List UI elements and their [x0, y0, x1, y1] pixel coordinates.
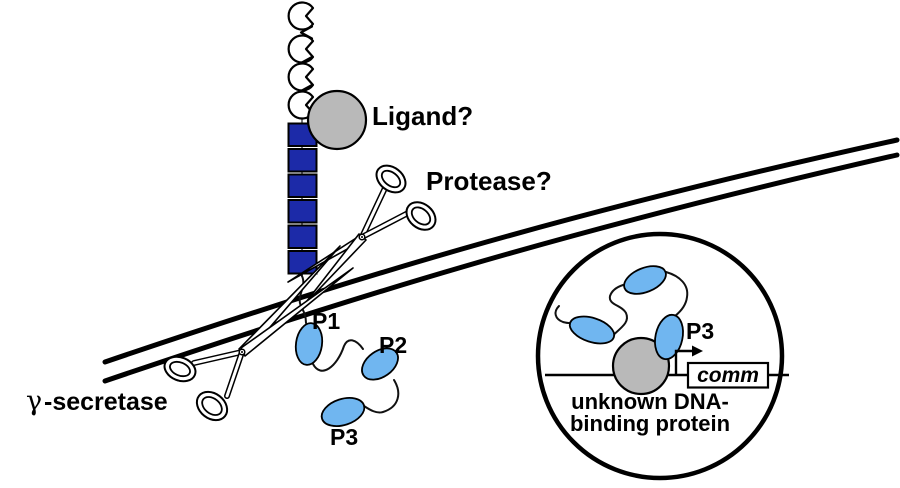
- scissors-handle-loop: [410, 206, 432, 226]
- nuclear-p3-oval: [654, 313, 684, 361]
- gene-box: [686, 361, 770, 389]
- receptor-domain-segment: [287, 224, 318, 249]
- peptide-p1-oval: [294, 322, 324, 366]
- receptor-domain-segment: [287, 148, 318, 173]
- scissors-handle-loop: [169, 360, 191, 378]
- nuclear-peptide-oval: [623, 265, 667, 295]
- peptide-p2-oval: [361, 347, 399, 381]
- egf-repeat-icon: [287, 1, 315, 31]
- egf-repeat-icon: [287, 34, 315, 64]
- receptor-domain-segment: [287, 250, 318, 275]
- scissors-handle-loop: [201, 396, 223, 416]
- p2-label: P2: [379, 332, 407, 358]
- transcription-arrowhead-icon: [692, 345, 703, 357]
- egf-repeat-icon: [287, 62, 315, 92]
- nucleus-p3-label: P3: [686, 318, 714, 344]
- peptide-linker: [363, 379, 400, 414]
- p3-label: P3: [330, 424, 358, 450]
- released-peptides: P1 P2 P3: [294, 275, 407, 450]
- peptide-linker: [665, 271, 689, 317]
- scissors-shank: [225, 350, 244, 398]
- gamma-secretase-scissors-icon: [163, 245, 354, 422]
- protease-label: Protease?: [426, 166, 552, 196]
- membrane-outer-leaflet: [102, 137, 900, 365]
- dna-binding-protein-circle: [611, 336, 671, 396]
- gamma-symbol: γ: [26, 386, 42, 417]
- peptide-p3-oval: [320, 396, 366, 428]
- scissors-pivot-dot: [361, 236, 363, 238]
- peptide-linker: [312, 339, 364, 372]
- ligand-circle: [306, 89, 368, 151]
- gamma-secretase-text: -secretase: [44, 388, 168, 416]
- nucleus-caption-line2: binding protein: [570, 411, 730, 436]
- nucleus-caption-line1: unknown DNA-: [571, 389, 729, 414]
- p1-label: P1: [312, 308, 340, 334]
- protease-scissors-icon: [287, 164, 437, 307]
- receptor-domain-segment: [287, 173, 318, 198]
- nucleus: P3 comm unknown DNA- binding protein: [535, 231, 789, 481]
- scissors-shank: [360, 210, 412, 239]
- scissors-handle-loop: [380, 169, 402, 189]
- nuclear-peptide-oval: [568, 315, 616, 345]
- scissors-shank: [360, 184, 388, 239]
- cell-membrane: [102, 137, 900, 384]
- ligand-label: Ligand?: [372, 101, 473, 131]
- scissors-pivot-dot: [241, 351, 243, 353]
- membrane-inner-leaflet: [102, 152, 900, 384]
- scissors-shank: [192, 350, 244, 365]
- gamma-secretase-label: γ-secretase: [26, 386, 168, 417]
- peptide-linker: [608, 284, 628, 338]
- transcription-arrow: [674, 349, 692, 374]
- gene-label: comm: [697, 364, 759, 387]
- receptor-domain-segment: [287, 199, 318, 224]
